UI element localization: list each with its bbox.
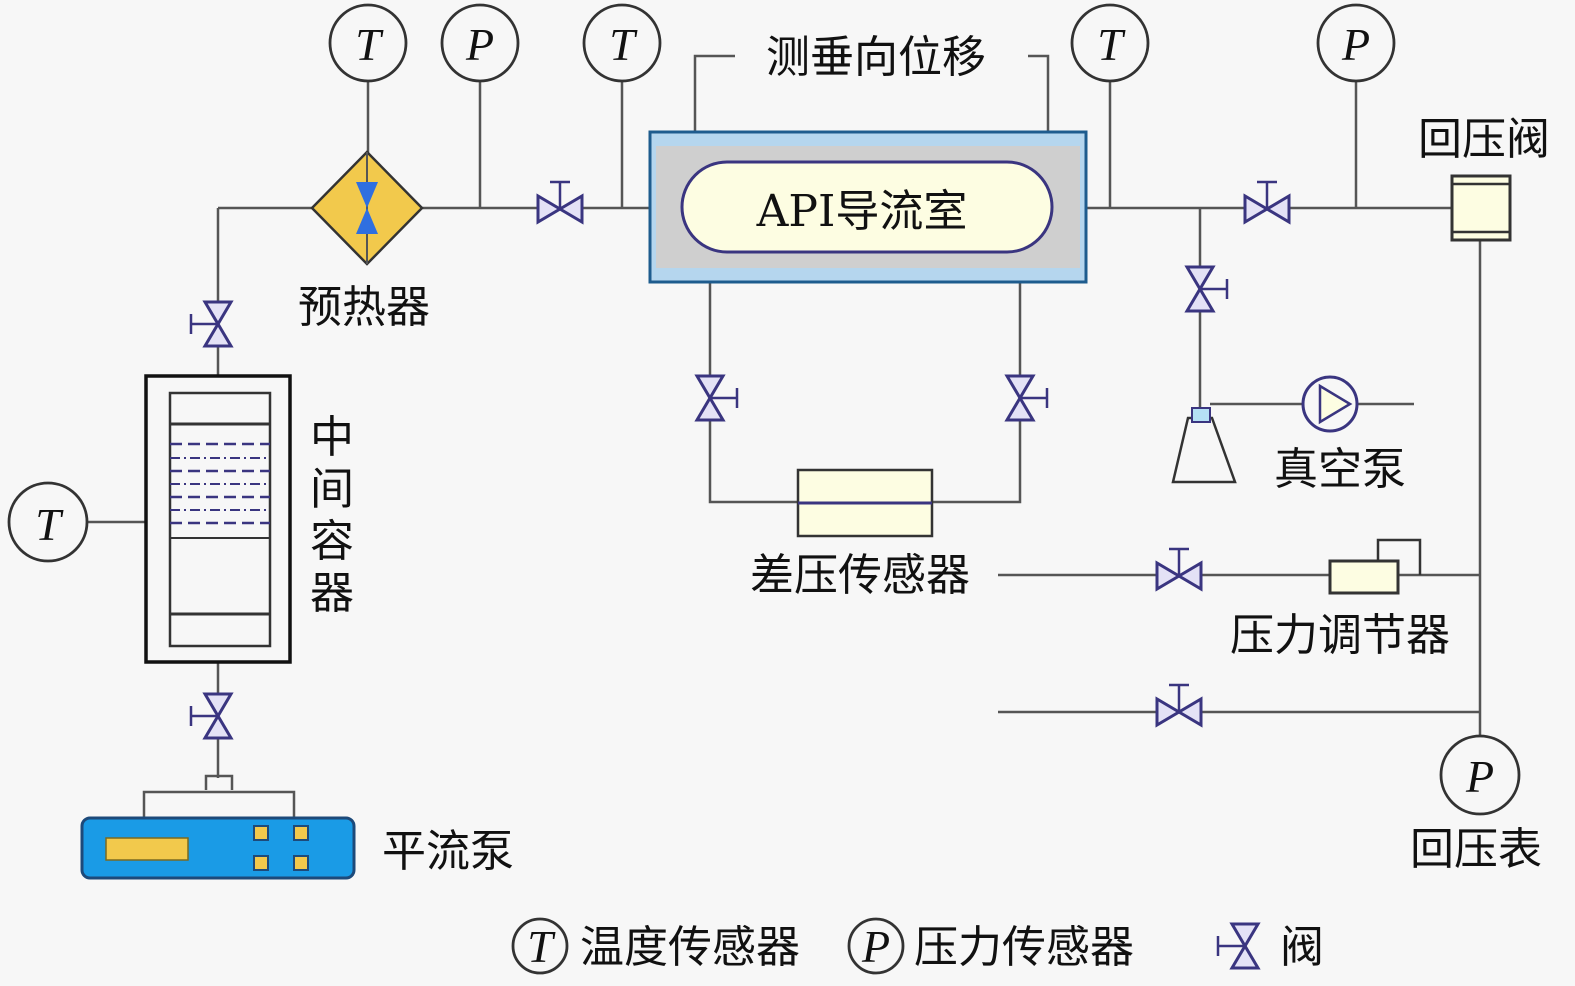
- svg-text:器: 器: [310, 568, 354, 619]
- svg-text:P: P: [1465, 751, 1494, 802]
- legend-temp-label: 温度传感器: [580, 922, 800, 973]
- bp-valve-label: 回压阀: [1418, 114, 1550, 165]
- svg-text:P: P: [465, 19, 494, 70]
- vacuum-pump: [1301, 375, 1359, 433]
- valve-dp-left[interactable]: [694, 374, 739, 422]
- constant-flow-pump: [80, 816, 356, 880]
- valve-vacuum[interactable]: [1184, 265, 1229, 313]
- api-flow-chamber: API导流室: [648, 130, 1088, 284]
- valve-dp-right[interactable]: [1004, 374, 1049, 422]
- chamber-label: API导流室: [756, 186, 968, 237]
- displacement-label: 测垂向位移: [766, 32, 986, 83]
- valve-regulator-line[interactable]: [1155, 547, 1203, 592]
- svg-text:T: T: [1097, 19, 1126, 70]
- pressure-regulator: [1328, 538, 1422, 595]
- legend-pressure-label: 压力传感器: [914, 922, 1134, 973]
- svg-text:P: P: [861, 921, 890, 972]
- temperature-sensor-container: T: [7, 481, 89, 563]
- dp-sensor-label: 差压传感器: [750, 550, 970, 601]
- legend-valve-label: 阀: [1280, 922, 1324, 973]
- intermediate-container: [144, 374, 292, 664]
- svg-text:T: T: [355, 19, 384, 70]
- pressure-sensor-outlet: P: [1316, 3, 1396, 83]
- legend-valve-icon: [1216, 922, 1261, 970]
- valve-container-top[interactable]: [189, 300, 234, 348]
- valve-outlet[interactable]: [1243, 180, 1291, 225]
- vacuum-pump-label: 真空泵: [1274, 444, 1406, 495]
- back-pressure-gauge: P: [1439, 734, 1521, 816]
- legend: T 温度传感器 P 压力传感器 阀: [511, 917, 1324, 975]
- preheater-label: 预热器: [298, 282, 430, 333]
- temperature-sensor-preheater: T: [328, 3, 408, 83]
- svg-text:间: 间: [310, 464, 354, 515]
- valve-inlet[interactable]: [536, 180, 584, 225]
- svg-text:T: T: [609, 19, 638, 70]
- legend-temp-icon: T: [511, 917, 569, 975]
- valve-bypass-line[interactable]: [1155, 683, 1203, 728]
- back-pressure-valve: [1450, 174, 1512, 242]
- svg-text:T: T: [527, 921, 556, 972]
- pump-label: 平流泵: [382, 826, 514, 877]
- vacuum-flask: [1171, 407, 1237, 484]
- regulator-label: 压力调节器: [1230, 610, 1450, 661]
- preheater: [310, 150, 424, 266]
- temperature-sensor-inlet: T: [582, 3, 662, 83]
- valve-container-bottom[interactable]: [189, 692, 234, 740]
- svg-text:中: 中: [310, 412, 354, 463]
- svg-text:P: P: [1341, 19, 1370, 70]
- container-label: 中 间 容 器: [310, 412, 354, 619]
- svg-text:T: T: [35, 499, 64, 550]
- temperature-sensor-outlet: T: [1070, 3, 1150, 83]
- legend-pressure-icon: P: [847, 917, 905, 975]
- bp-gauge-label: 回压表: [1410, 824, 1542, 875]
- svg-text:容: 容: [310, 516, 354, 567]
- differential-pressure-sensor: [796, 468, 934, 538]
- pressure-sensor-inlet: P: [440, 3, 520, 83]
